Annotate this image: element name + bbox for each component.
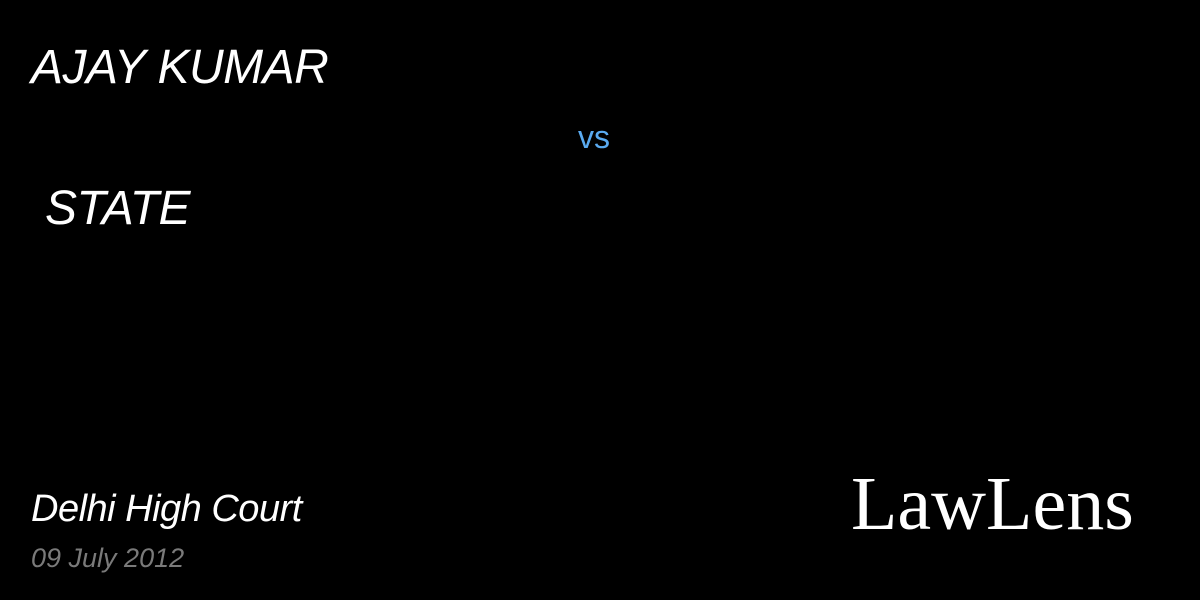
judgment-date: 09 July 2012 bbox=[31, 543, 185, 573]
versus-label: vs bbox=[578, 119, 610, 155]
brand-logo: LawLens bbox=[851, 462, 1134, 546]
petitioner-name: AJAY KUMAR bbox=[31, 41, 329, 94]
court-name: Delhi High Court bbox=[31, 488, 302, 530]
respondent-name: STATE bbox=[45, 182, 191, 235]
